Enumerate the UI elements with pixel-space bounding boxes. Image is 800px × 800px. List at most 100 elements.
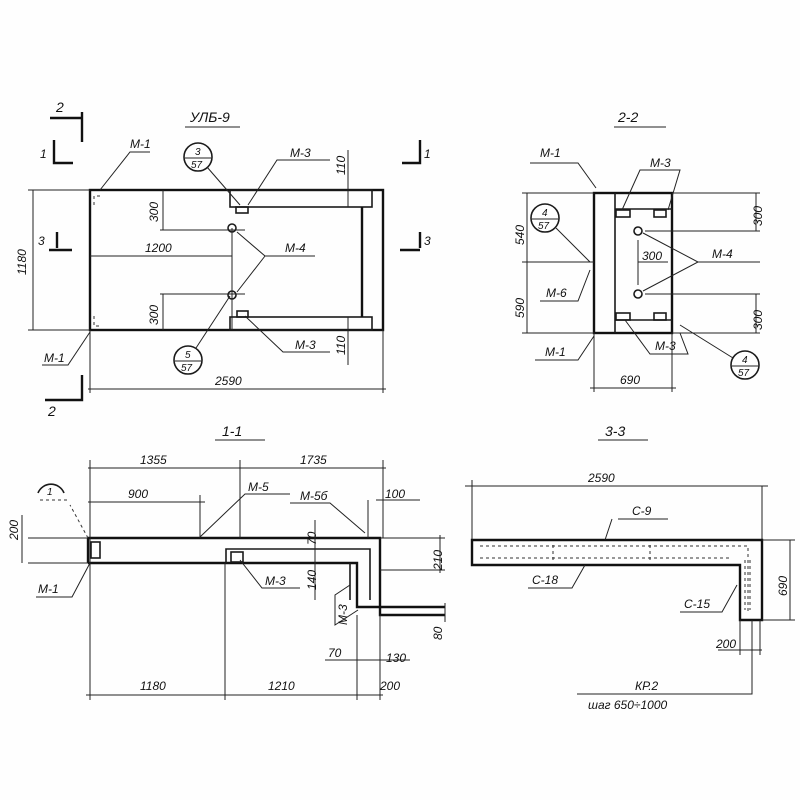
leader-m4: [642, 232, 760, 292]
leader-m3-top: [247, 159, 330, 206]
label-m5b: М-5б: [300, 489, 329, 503]
dim-top-110: 110: [334, 156, 348, 175]
section-mark-2-top: 2: [55, 99, 64, 115]
callout-top: 3 57: [183, 142, 241, 206]
label-m3-bottom: М-3: [295, 338, 316, 352]
label-m3-right: М-3: [336, 604, 350, 625]
dim-left-lines: [21, 515, 88, 564]
embed-m1: [90, 541, 101, 559]
dim-70-top: 70: [305, 531, 319, 545]
section-arrow-2-top: [50, 112, 84, 142]
leader-c18: [528, 564, 586, 589]
embed-m3-c: [615, 312, 631, 321]
callout-bottom: 5 57: [173, 295, 231, 375]
callout-bottom-den: 57: [181, 363, 193, 374]
bottom-rib: [229, 316, 373, 331]
label-m4: М-4: [712, 247, 733, 261]
embed-m3-top: [235, 206, 249, 214]
reinforcement-mesh: [480, 545, 751, 612]
leader-m1-top: [530, 162, 597, 189]
callout-left-num: 4: [542, 208, 548, 219]
embed-m3-b: [653, 209, 667, 218]
dim-width: 2590: [214, 374, 242, 388]
section-1-1: 1-1 200 1355 1735 900 100 70 140 210 80 …: [7, 423, 446, 700]
leader-c15: [680, 584, 738, 613]
dim-130: 130: [386, 651, 406, 665]
label-m3-mid: М-3: [265, 574, 286, 588]
leader-m3-bottom: [624, 319, 689, 355]
leader-m3-bottom: [244, 315, 330, 353]
label-step: шаг 650÷1000: [588, 698, 668, 712]
leader-m6: [540, 269, 591, 302]
section-arrow-1-right: [402, 140, 422, 165]
section-mark-1-right: 1: [424, 147, 431, 161]
callout-bottom-num: 5: [185, 350, 191, 361]
label-m6: М-6: [546, 286, 567, 300]
dim-width: 690: [620, 373, 640, 387]
dim-140: 140: [305, 570, 319, 590]
top-rib: [229, 189, 373, 208]
callout-right-den: 57: [738, 368, 750, 379]
dim-210-lines: [380, 535, 445, 573]
section-arrow-1-left: [52, 140, 73, 165]
section-arrow-2-bottom: [45, 375, 84, 402]
callout-right: 4 57: [679, 324, 760, 380]
label-kr2: КР.2: [635, 679, 659, 693]
dim-200: 200: [715, 637, 736, 651]
dim-lower: 590: [513, 298, 527, 318]
dim-right-top: 300: [751, 206, 765, 226]
dim-70-bottom: 70: [328, 646, 342, 660]
dim-200-left: 200: [7, 520, 21, 541]
dim-height: 690: [776, 576, 790, 596]
dim-1210: 1210: [268, 679, 295, 693]
slab-profile: [86, 536, 445, 617]
dim-bottom-right-lines: [325, 615, 410, 700]
dim-200-bottom: 200: [379, 679, 400, 693]
dim-height: 1180: [15, 249, 29, 275]
section-1-1-title: 1-1: [222, 423, 242, 439]
dim-left-lines: [522, 192, 594, 334]
callout-right-num: 4: [742, 355, 748, 366]
ribs: [615, 208, 672, 321]
dim-width-line: [88, 330, 386, 393]
dim-width-line: [465, 480, 768, 540]
section-2-2: 2-2 540 590 300 300 300 690 М-1 М-1 М-3 …: [513, 109, 765, 392]
leader-m1-bottom: [42, 331, 91, 366]
embed-m3: [230, 551, 244, 563]
dim-internal-lines: [90, 190, 245, 330]
embed-m4-top: [633, 226, 643, 236]
section-outline: [592, 191, 674, 335]
dim-210: 210: [431, 550, 445, 571]
callout-left-den: 57: [538, 221, 550, 232]
dim-1735: 1735: [300, 453, 327, 467]
label-m1-bottom: М-1: [545, 345, 566, 359]
dim-100: 100: [385, 487, 405, 501]
dim-right-lines: [637, 192, 760, 334]
dim-1180: 1180: [140, 679, 166, 693]
label-m1-top: М-1: [540, 146, 561, 160]
label-m1-top: М-1: [130, 137, 151, 151]
leader-m3-top: [621, 169, 681, 211]
leader-m4: [236, 231, 315, 293]
dim-bottom-lines: [86, 563, 383, 700]
dim-bottom-300: 300: [147, 305, 161, 325]
label-m4: М-4: [285, 241, 306, 255]
label-m3-top: М-3: [650, 156, 671, 170]
leader-kr2: [577, 620, 753, 695]
callout-left-num: 1: [47, 487, 53, 498]
label-c15: С-15: [684, 597, 710, 611]
dim-900: 900: [128, 487, 148, 501]
dim-right-bottom: 300: [751, 310, 765, 330]
dim-upper: 540: [513, 225, 527, 245]
leader-m3-mid: [239, 559, 300, 589]
dim-200-line: [718, 620, 762, 655]
dim-1355: 1355: [140, 453, 167, 467]
dim-height-line: [762, 539, 795, 621]
label-c18: С-18: [532, 573, 558, 587]
section-mark-1-left: 1: [40, 147, 47, 161]
leader-m1-top: [99, 151, 150, 191]
leader-c9: [604, 518, 668, 541]
embed-m3-d: [653, 312, 667, 321]
